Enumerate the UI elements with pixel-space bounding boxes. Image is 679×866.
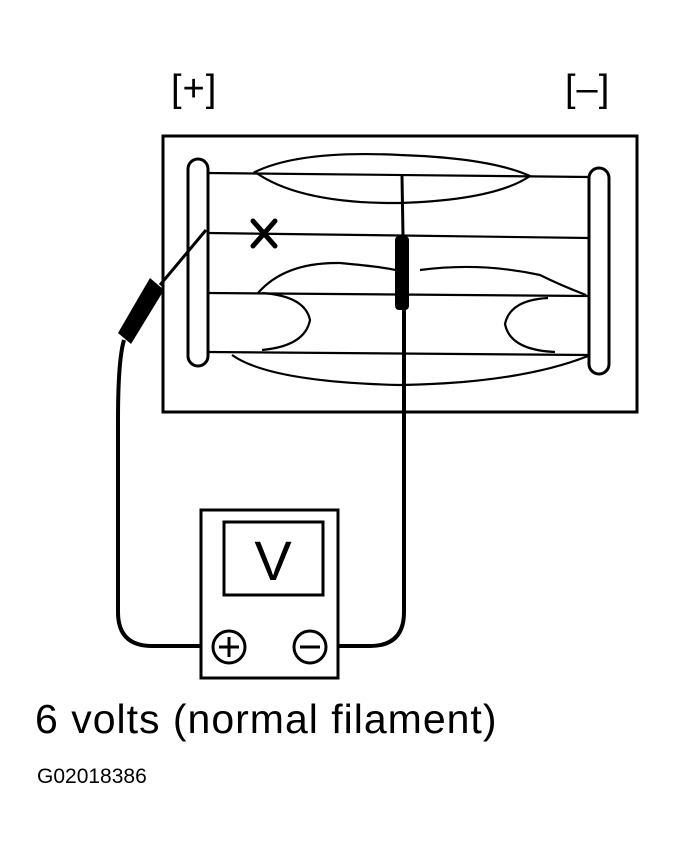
filament-loop <box>419 265 587 297</box>
filament-loop <box>261 291 312 352</box>
filament-loop <box>252 153 533 205</box>
voltmeter-display-text: V <box>254 529 292 592</box>
probe-icon <box>395 175 409 310</box>
positive-terminal-label: [+] <box>171 68 218 110</box>
filament-loop <box>231 354 589 387</box>
filament-line <box>207 350 590 357</box>
negative-terminal-label: [–] <box>565 68 611 110</box>
negative-test-lead <box>332 308 406 648</box>
positive-test-lead <box>116 339 208 648</box>
figure-id: G02018386 <box>37 765 147 788</box>
probe-icon <box>118 229 208 344</box>
filament-line <box>207 171 590 179</box>
negative-bus-bar <box>587 166 611 376</box>
filament-line <box>207 231 590 240</box>
filament-loop <box>257 261 403 294</box>
voltmeter-icon: V <box>199 508 340 680</box>
glass-panel <box>161 134 639 414</box>
broken-filament-x-icon <box>250 218 278 249</box>
diagram-caption: 6 volts (normal filament) <box>35 696 498 742</box>
voltmeter-display-window <box>222 520 325 597</box>
positive-bus-bar <box>186 157 210 368</box>
filament-loop <box>503 296 556 354</box>
